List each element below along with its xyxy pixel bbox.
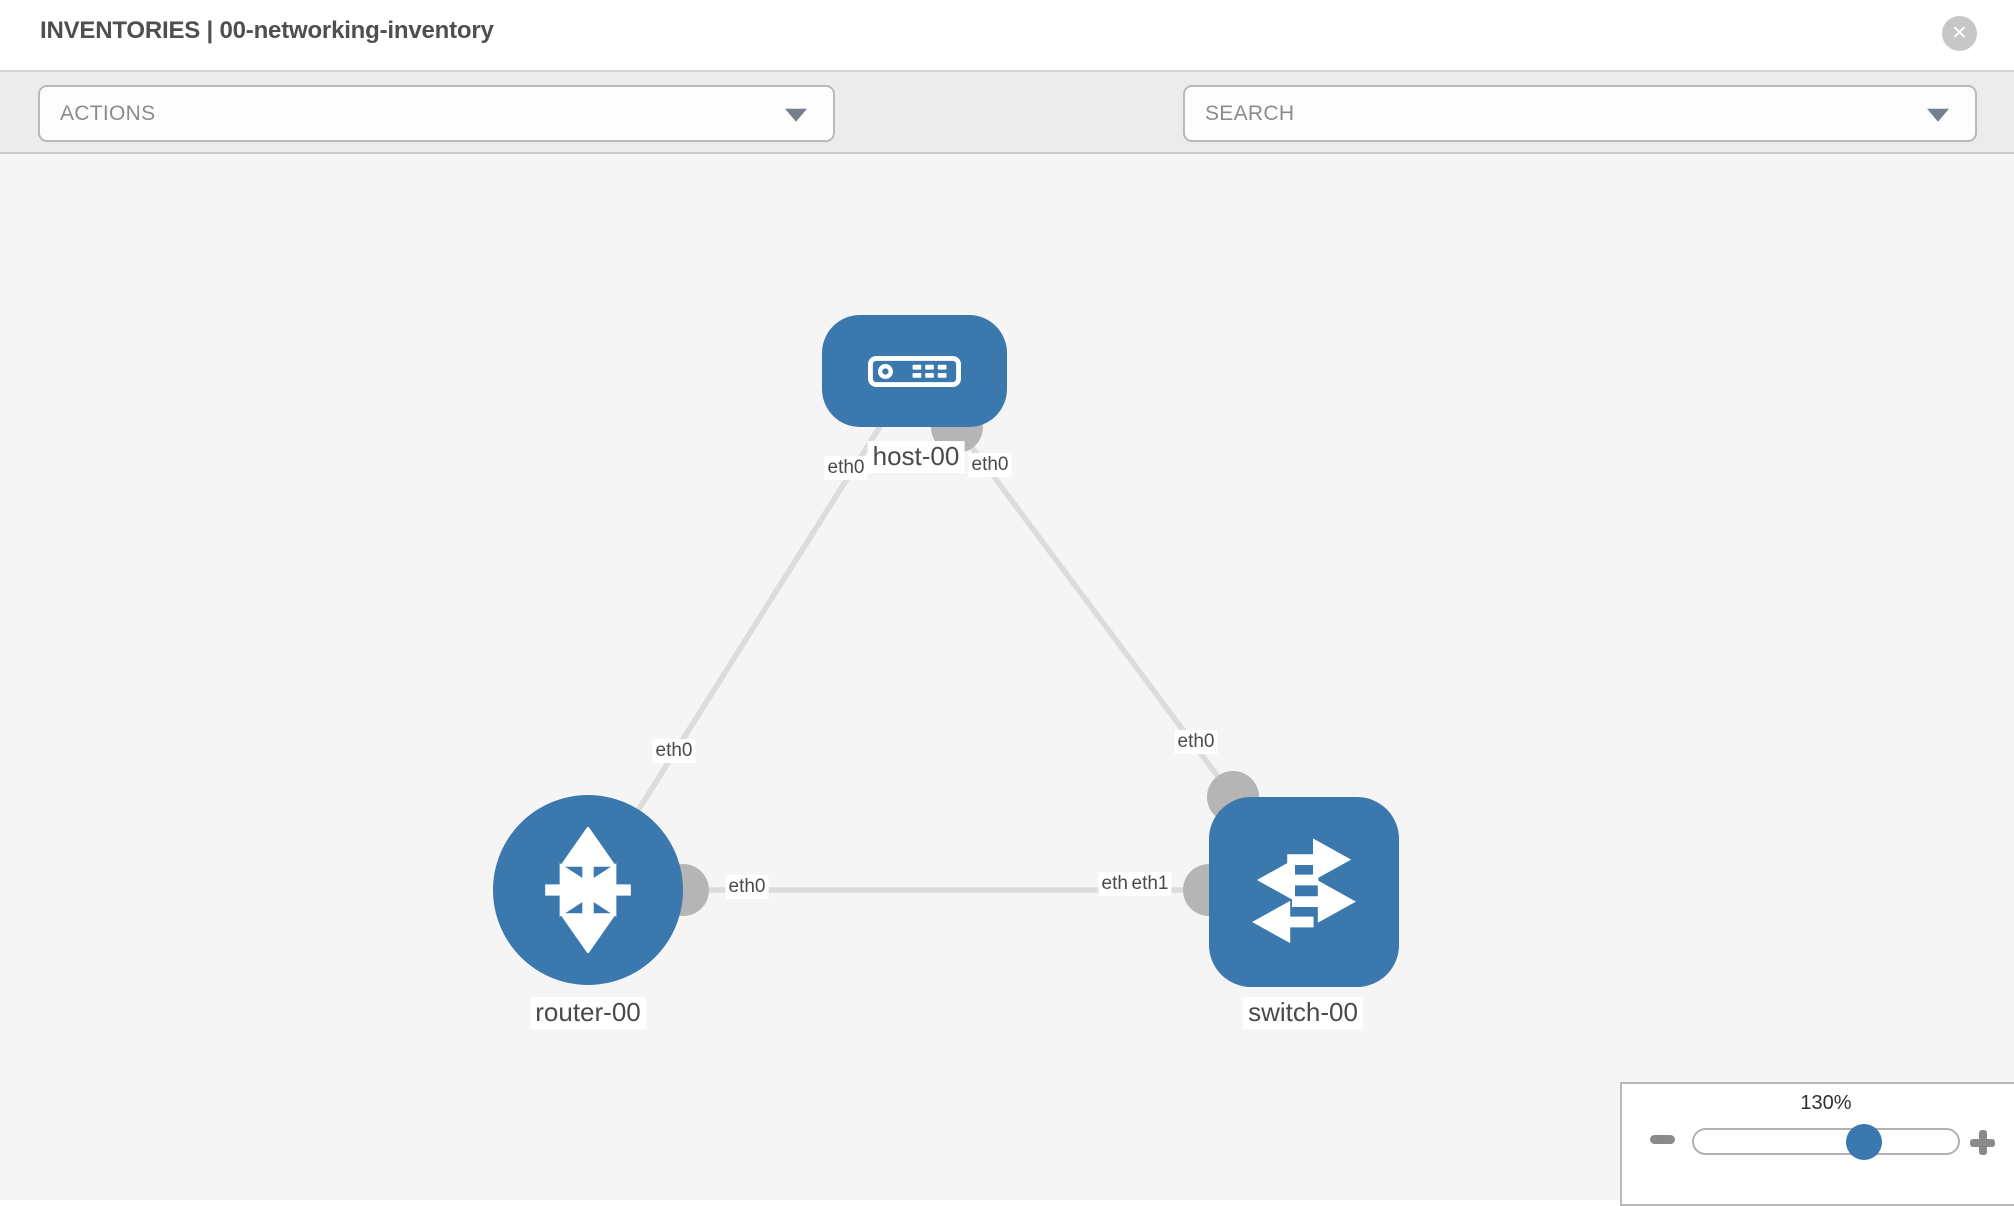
search-dropdown[interactable]: SEARCH — [1183, 85, 1977, 142]
close-button[interactable]: ✕ — [1942, 16, 1977, 51]
plus-icon — [1978, 1130, 1987, 1155]
node-label-router-00: router-00 — [530, 997, 646, 1029]
node-switch-00[interactable] — [1209, 797, 1399, 987]
topology-canvas[interactable]: eth0 eth0 eth0 eth0 eth0 eth0 eth1 host-… — [0, 154, 2014, 1200]
server-icon — [868, 355, 961, 387]
actions-dropdown-label: ACTIONS — [60, 101, 156, 125]
zoom-out-button[interactable] — [1650, 1135, 1675, 1144]
interface-label-router-switch-router-end: eth0 — [725, 875, 769, 899]
actions-dropdown[interactable]: ACTIONS — [38, 85, 835, 142]
zoom-control-panel: 130% — [1620, 1082, 2014, 1206]
page-title: INVENTORIES | 00-networking-inventory — [40, 17, 494, 44]
zoom-slider[interactable] — [1692, 1128, 1960, 1155]
node-label-switch-00: switch-00 — [1243, 997, 1363, 1029]
chevron-down-icon — [1927, 108, 1949, 122]
node-router-00[interactable] — [493, 795, 683, 985]
interface-label-host-router-router-end: eth0 — [652, 739, 696, 763]
close-icon: ✕ — [1951, 23, 1968, 44]
chevron-down-icon — [785, 108, 807, 122]
interface-label-host-switch-switch-end: eth0 — [1174, 730, 1218, 754]
interface-label-host-switch-host-end: eth0 — [968, 453, 1012, 477]
toolbar: ACTIONS SEARCH — [0, 72, 2014, 206]
zoom-slider-handle[interactable] — [1846, 1124, 1882, 1160]
node-host-00[interactable] — [822, 315, 1007, 427]
topology-edges-layer — [585, 369, 1307, 916]
switch-arrows-icon — [1252, 838, 1356, 944]
router-arrows-icon — [545, 827, 631, 953]
search-input-placeholder: SEARCH — [1205, 101, 1295, 125]
interface-label-host-router-host-end: eth0 — [824, 456, 868, 480]
zoom-in-button[interactable] — [1970, 1130, 1995, 1155]
interface-label-router-switch-switch-end-front: eth1 — [1128, 872, 1172, 896]
zoom-level-label: 130% — [1800, 1092, 1852, 1114]
node-label-host-00: host-00 — [867, 441, 965, 473]
header-bar: INVENTORIES | 00-networking-inventory ✕ — [0, 0, 2014, 72]
